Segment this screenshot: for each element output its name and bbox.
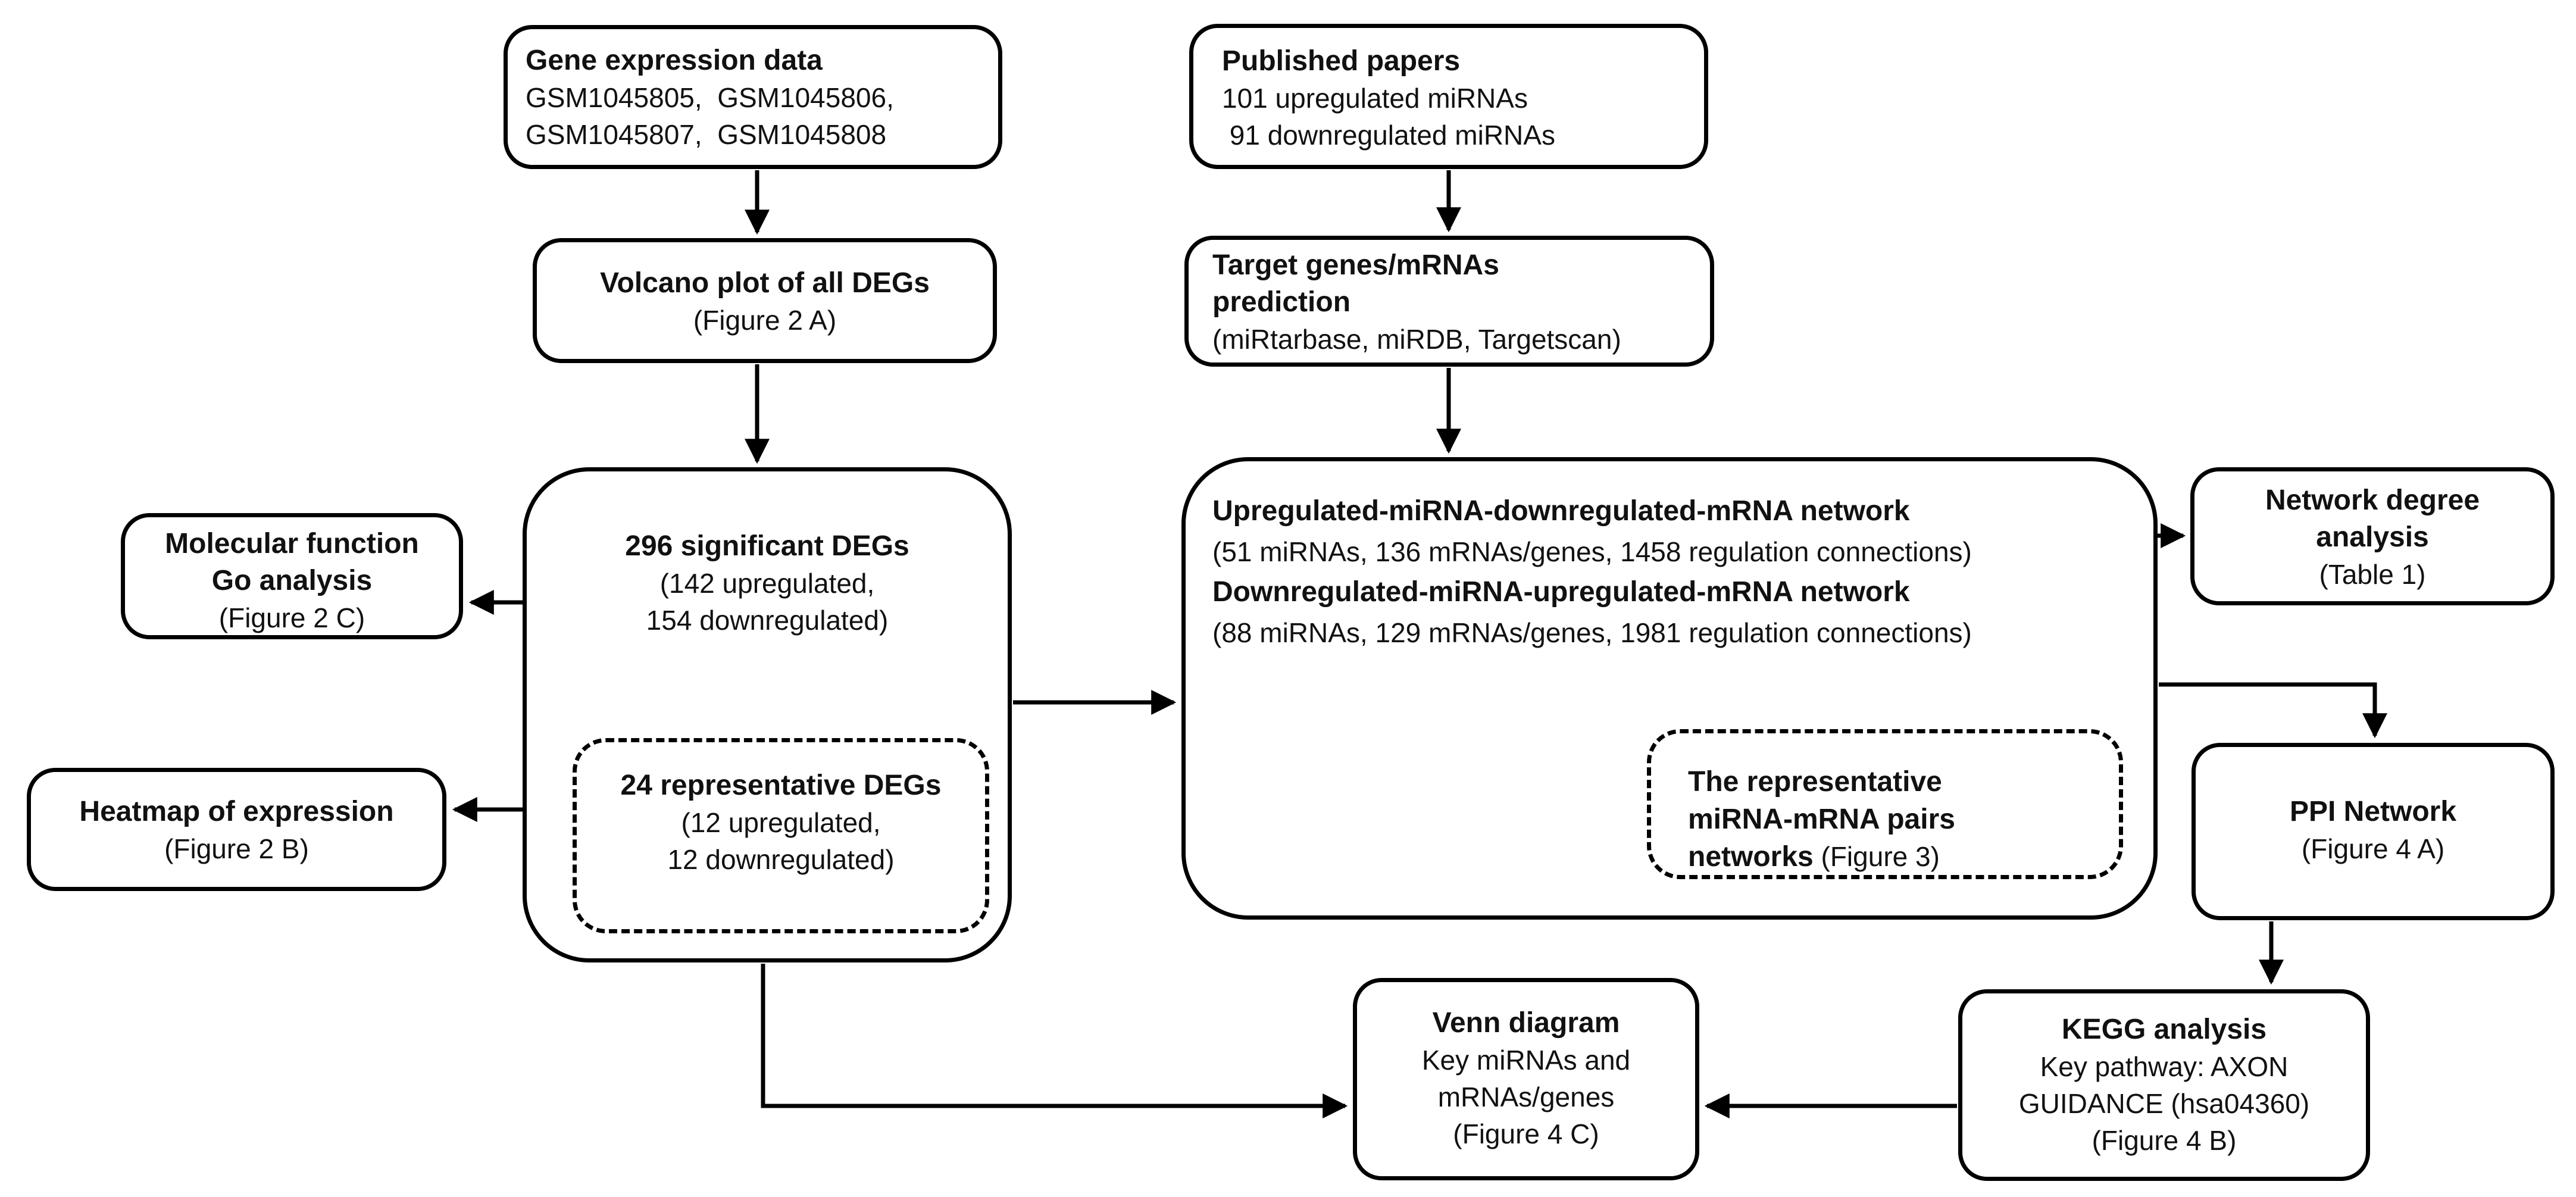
volcano-figure-ref: (Figure 2 A) [693,305,837,336]
box-molecular-function-go: Molecular function Go analysis (Figure 2… [121,513,463,639]
published-papers-counts: 101 upregulated miRNAs 91 downregulated … [1222,83,1555,151]
network-degree-table-ref: (Table 1) [2319,559,2426,590]
ppi-title: PPI Network [2289,796,2457,827]
upregulated-network-title: Upregulated-miRNA-downregulated-mRNA net… [1212,495,1910,527]
representative-degs-counts: (12 upregulated, 12 downregulated) [667,807,895,875]
downregulated-network-stats: (88 miRNAs, 129 mRNAs/genes, 1981 regula… [1212,617,1972,648]
gene-expression-samples: GSM1045805, GSM1045806, GSM1045807, GSM1… [526,82,894,150]
representative-degs-title: 24 representative DEGs [620,770,942,801]
box-representative-pairs-networks: The representative miRNA-mRNA pairs netw… [1647,729,2123,879]
upregulated-network-stats: (51 miRNAs, 136 mRNAs/genes, 1458 regula… [1212,536,1972,567]
significant-degs-counts: (142 upregulated, 154 downregulated) [646,568,889,636]
box-volcano-plot: Volcano plot of all DEGs (Figure 2 A) [533,238,997,363]
heatmap-figure-ref: (Figure 2 B) [164,833,309,864]
box-gene-expression-data: Gene expression data GSM1045805, GSM1045… [504,25,1002,169]
box-venn-diagram: Venn diagram Key miRNAs and mRNAs/genes … [1353,978,1699,1180]
arrow-degs-to-venn [761,964,1348,1118]
box-ppi-network: PPI Network (Figure 4 A) [2192,743,2555,920]
box-heatmap-expression: Heatmap of expression (Figure 2 B) [27,768,446,891]
box-significant-degs: 296 significant DEGs (142 upregulated, 1… [523,467,1012,962]
gene-expression-title: Gene expression data [526,45,823,76]
box-published-papers: Published papers 101 upregulated miRNAs … [1189,24,1708,169]
molecular-function-figure-ref: (Figure 2 C) [218,602,365,633]
downregulated-network-title: Downregulated-miRNA-upregulated-mRNA net… [1212,576,1910,608]
heatmap-title: Heatmap of expression [79,796,394,827]
published-papers-title: Published papers [1222,45,1461,77]
representative-pairs-text: The representative miRNA-mRNA pairs netw… [1688,763,2119,876]
kegg-pathway-text: Key pathway: AXON GUIDANCE (hsa04360) (F… [2018,1051,2310,1156]
representative-pairs-bold: The representative miRNA-mRNA pairs netw… [1688,766,1955,873]
venn-body-text: Key miRNAs and mRNAs/genes (Figure 4 C) [1421,1045,1631,1149]
significant-degs-title: 296 significant DEGs [625,530,909,562]
box-mirna-mrna-networks: Upregulated-miRNA-downregulated-mRNA net… [1181,457,2158,920]
target-prediction-tools: (miRtarbase, miRDB, Targetscan) [1212,324,1621,355]
kegg-title: KEGG analysis [2061,1014,2267,1045]
representative-pairs-figure-ref: (Figure 3) [1813,841,1940,872]
box-representative-degs: 24 representative DEGs (12 upregulated, … [573,738,989,933]
network-degree-title: Network degree analysis [2265,485,2480,553]
arrow-networks-to-ppi [2159,682,2387,739]
box-kegg-analysis: KEGG analysis Key pathway: AXON GUIDANCE… [1958,989,2370,1181]
box-network-degree-analysis: Network degree analysis (Table 1) [2190,467,2555,605]
ppi-figure-ref: (Figure 4 A) [2301,833,2445,864]
molecular-function-title: Molecular function Go analysis [165,528,419,596]
box-target-prediction: Target genes/mRNAs prediction (miRtarbas… [1184,236,1714,367]
volcano-title: Volcano plot of all DEGs [600,267,930,299]
venn-title: Venn diagram [1432,1007,1620,1039]
target-prediction-title: Target genes/mRNAs prediction [1212,249,1499,318]
